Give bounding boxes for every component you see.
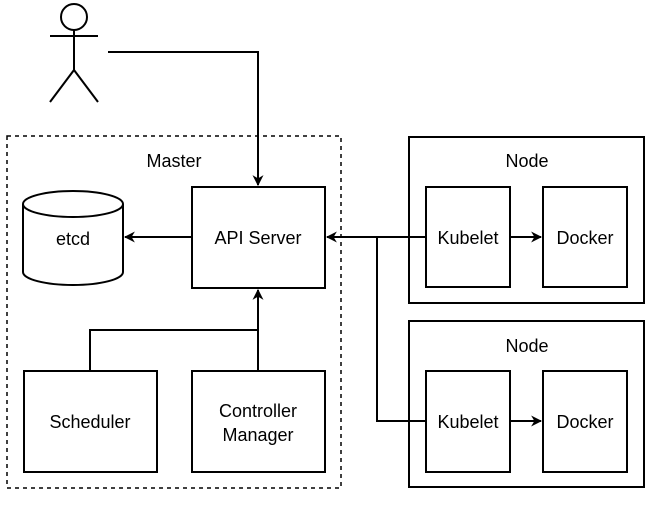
controller-manager-box [191,370,326,473]
controller-manager-label-line2: Manager [222,425,293,445]
node-2-docker-box [542,370,628,473]
node-1-docker-box [542,186,628,288]
scheduler-connector [89,329,258,371]
scheduler-box [23,370,158,473]
etcd-label: etcd [56,229,90,249]
node-2-boundary [408,320,645,488]
api-server-label: API Server [214,228,301,248]
master-title: Master [146,151,201,171]
node-2-docker-label: Docker [556,412,613,432]
node-2-kubelet-box [425,370,511,473]
master-boundary [6,135,342,489]
etcd-database [22,190,124,286]
node-1-kubelet-label: Kubelet [437,228,498,248]
node-1-title: Node [505,151,548,171]
user-actor-icon [49,3,99,103]
node-2-kubelet-label: Kubelet [437,412,498,432]
scheduler-label: Scheduler [49,412,130,432]
controller-manager-label-line1: Controller [219,401,297,421]
node-1-boundary [408,136,645,304]
user-to-api-server-arrow [108,51,264,187]
kubelet-2-connector [376,237,426,422]
node-2-title: Node [505,336,548,356]
node-1-docker-label: Docker [556,228,613,248]
